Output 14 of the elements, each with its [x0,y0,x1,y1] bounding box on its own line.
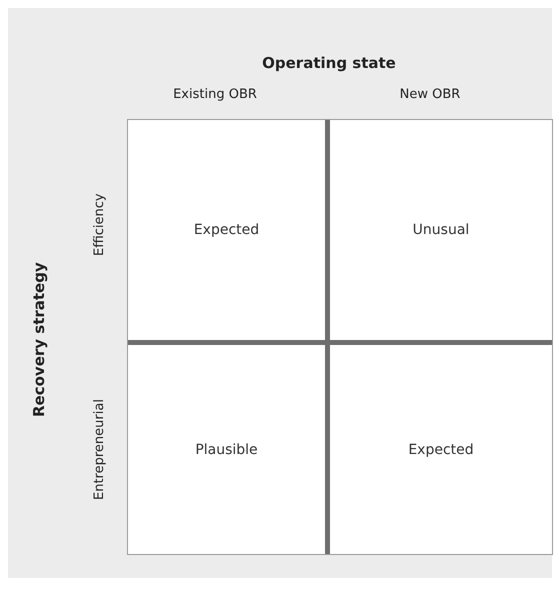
column-header: New OBR [398,87,462,102]
axis-title: Recovery strategy [30,262,48,420]
axis-title: Operating state [261,54,397,72]
matrix-cell [128,120,325,340]
row-header: Efficiency [92,192,107,258]
matrix-cell [330,345,552,554]
cell-text: Unusual [412,222,470,238]
column-header: Existing OBR [172,87,258,102]
matrix-cell [330,120,552,340]
cell-text: Expected [194,222,260,238]
row-header: Entrepreneurial [92,398,107,502]
matrix-cell [128,345,325,554]
cell-text: Expected [408,442,474,458]
cell-text: Plausible [195,442,258,458]
